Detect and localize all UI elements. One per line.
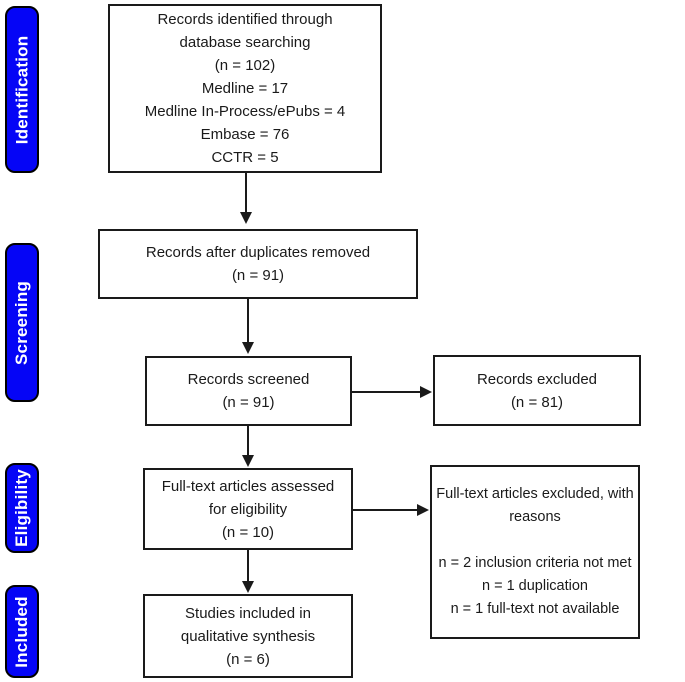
arrowhead-right-icon xyxy=(420,386,432,398)
box-records-identified-line: Medline = 17 xyxy=(201,80,289,97)
arrowhead-down-icon xyxy=(242,581,254,593)
box-fulltext-assessed-line: for eligibility xyxy=(208,500,288,518)
box-fulltext-excluded-line: n = 2 inclusion criteria not met xyxy=(438,555,632,571)
box-records-identified-line: (n = 102) xyxy=(214,57,276,74)
box-fulltext-excluded-line: reasons xyxy=(509,509,561,525)
box-duplicates-removed-line: (n = 91) xyxy=(231,267,285,284)
box-records-screened: Records screened (n = 91) xyxy=(145,356,352,426)
box-records-excluded: Records excluded (n = 81) xyxy=(433,355,641,426)
box-studies-included-line: qualitative synthesis xyxy=(180,627,316,645)
box-records-screened-line: Records screened xyxy=(187,371,310,388)
arrowhead-down-icon xyxy=(240,212,252,224)
box-studies-included: Studies included in qualitative synthesi… xyxy=(143,594,353,678)
box-studies-included-line: (n = 6) xyxy=(226,650,270,668)
box-records-identified-line: Records identified through xyxy=(157,11,333,28)
stage-screening-label: Screening xyxy=(12,280,31,365)
box-fulltext-assessed-line: Full-text articles assessed xyxy=(161,477,335,495)
stage-screening: Screening xyxy=(5,243,39,402)
box-duplicates-removed-line: Records after duplicates removed xyxy=(145,244,371,261)
arrowhead-right-icon xyxy=(417,504,429,516)
box-fulltext-excluded-line: n = 1 full-text not available xyxy=(450,601,620,617)
arrow-fulltext-to-reasons xyxy=(353,509,419,511)
box-records-screened-line: (n = 91) xyxy=(222,394,275,411)
box-records-identified-line: Medline In-Process/ePubs = 4 xyxy=(144,103,346,120)
box-records-excluded-line: Records excluded xyxy=(476,370,598,388)
arrowhead-down-icon xyxy=(242,342,254,354)
stage-identification-label: Identification xyxy=(12,35,32,144)
box-fulltext-excluded-line: n = 1 duplication xyxy=(481,578,588,594)
arrow-screened-to-fulltext xyxy=(247,426,249,456)
box-fulltext-excluded: Full-text articles excluded, with reason… xyxy=(430,465,640,639)
box-studies-included-line: Studies included in xyxy=(185,604,311,622)
arrow-duplicates-to-screened xyxy=(247,299,249,343)
box-fulltext-assessed: Full-text articles assessed for eligibil… xyxy=(143,468,353,550)
stage-eligibility-label: Eligibility xyxy=(12,469,32,547)
stage-included-label: Included xyxy=(12,595,31,668)
arrow-identified-to-duplicates xyxy=(245,173,247,214)
box-records-identified: Records identified through database sear… xyxy=(108,4,382,173)
box-records-identified-line: CCTR = 5 xyxy=(211,149,279,166)
arrowhead-down-icon xyxy=(242,455,254,467)
box-fulltext-assessed-line: (n = 10) xyxy=(221,523,275,541)
box-duplicates-removed: Records after duplicates removed (n = 91… xyxy=(98,229,418,299)
arrow-fulltext-to-included xyxy=(247,550,249,582)
stage-identification: Identification xyxy=(5,6,39,173)
box-records-identified-line: database searching xyxy=(179,34,311,51)
stage-included: Included xyxy=(5,585,39,678)
box-fulltext-excluded-line: Full-text articles excluded, with xyxy=(436,486,634,502)
arrow-screened-to-excluded xyxy=(352,391,422,393)
box-records-excluded-line: (n = 81) xyxy=(510,393,564,411)
stage-eligibility: Eligibility xyxy=(5,463,39,553)
box-records-identified-line: Embase = 76 xyxy=(200,126,290,143)
